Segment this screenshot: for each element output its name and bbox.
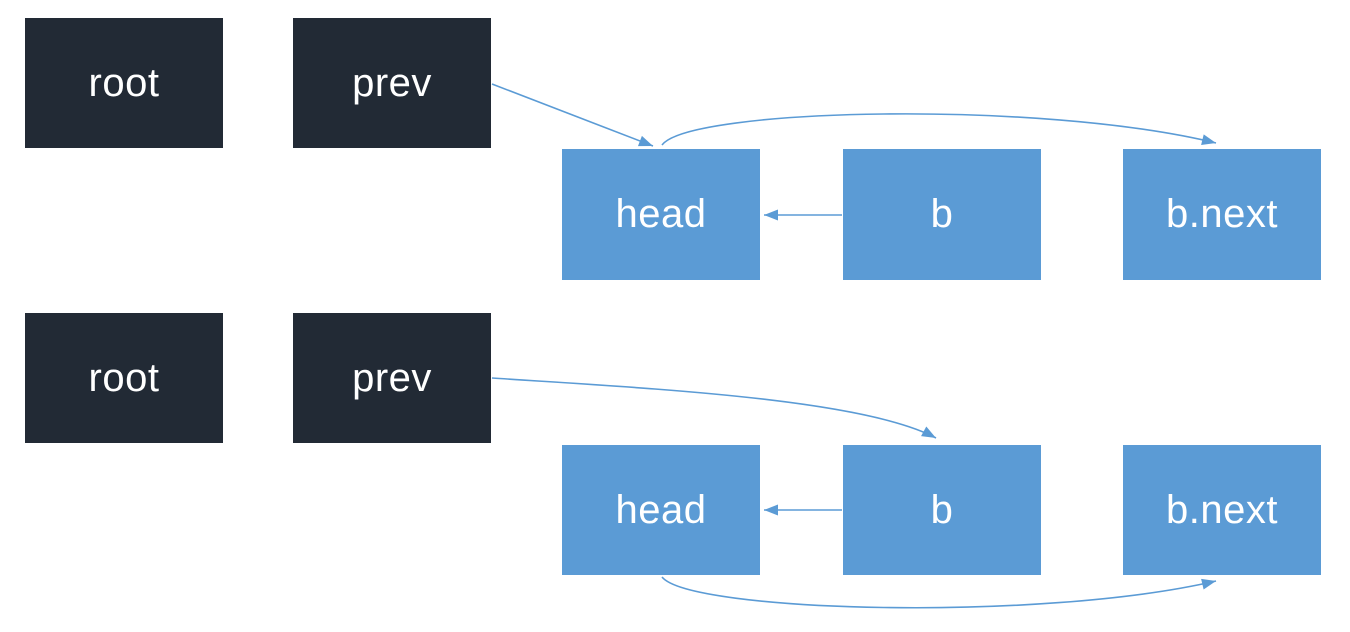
- node-bottom-b-label: b: [930, 487, 954, 532]
- arrow-bottom-prev-to-b: [491, 377, 937, 439]
- arrow-bottom-head-to-bnext: [661, 576, 1217, 609]
- node-top-bnext: b.next: [1123, 149, 1321, 280]
- arrow-top-prev-to-head: [491, 83, 654, 147]
- node-bottom-bnext-label: b.next: [1166, 487, 1278, 532]
- node-top-prev: prev: [293, 18, 491, 148]
- node-top-head-label: head: [615, 192, 707, 236]
- node-bottom-bnext: b.next: [1123, 445, 1321, 575]
- node-top-bnext-label: b.next: [1166, 192, 1278, 236]
- arrow-top-head-to-bnext: [661, 113, 1217, 146]
- node-top-head: head: [562, 149, 760, 280]
- node-bottom-prev: prev: [293, 313, 491, 443]
- node-bottom-prev-label: prev: [352, 355, 432, 400]
- node-top-prev-label: prev: [352, 60, 432, 105]
- node-top-b-label: b: [930, 192, 954, 236]
- node-bottom-b: b: [843, 445, 1041, 575]
- node-top-b: b: [843, 149, 1041, 280]
- node-bottom-head-label: head: [615, 487, 707, 532]
- node-bottom-root: root: [25, 313, 223, 443]
- node-bottom-head: head: [562, 445, 760, 575]
- node-top-root-label: root: [88, 60, 160, 105]
- node-bottom-root-label: root: [88, 355, 160, 400]
- node-top-root: root: [25, 18, 223, 148]
